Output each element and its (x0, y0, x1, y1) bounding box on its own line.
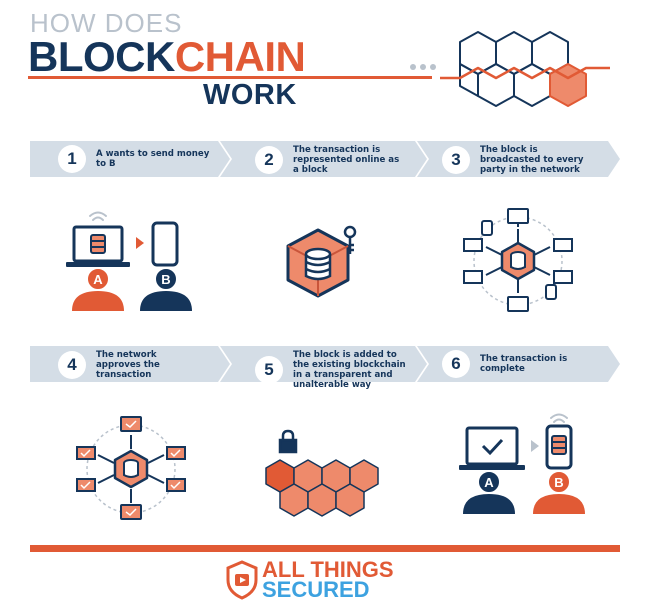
person-b-icon (533, 470, 585, 514)
title-main: BLOCKCHAIN (28, 33, 306, 80)
approving-devices (76, 416, 186, 520)
arrows-out (485, 229, 551, 293)
label-a: A (484, 475, 494, 490)
person-a-icon (72, 267, 124, 311)
step-6: 6 The transaction is complete (442, 350, 612, 378)
step-number: 6 (442, 350, 470, 378)
step-text: The network approves the transaction (96, 350, 160, 380)
brand-logo: ALL THINGS SECURED (262, 557, 442, 602)
title-chain: CHAIN (174, 33, 306, 80)
illustration-complete: A B (459, 413, 585, 514)
step-2: 2 The transaction is represented online … (255, 145, 405, 175)
laptop-check-icon (459, 426, 525, 470)
step-3: 3 The block is broadcasted to every part… (442, 145, 612, 175)
footer-bar (30, 545, 620, 552)
label-b: B (161, 272, 170, 287)
step-number: 1 (58, 145, 86, 173)
block-chain (265, 459, 379, 517)
person-a-icon (463, 470, 515, 514)
step-number: 3 (442, 146, 470, 174)
brand-line1: ALL THINGS (262, 557, 394, 582)
illustration-approve (76, 416, 186, 520)
wifi-icon (550, 413, 568, 423)
arrow-icon (531, 440, 539, 452)
phone-icon (151, 221, 179, 267)
step-text: A wants to send money to B (96, 149, 210, 169)
lock-icon (278, 429, 298, 454)
title-underline (28, 76, 432, 79)
phone-money-icon (545, 424, 573, 470)
step-5: 5 The block is added to the existing blo… (255, 350, 415, 390)
illustration-send-money: A B (66, 211, 192, 311)
illustration-chain (265, 429, 379, 517)
step-number: 5 (255, 356, 283, 384)
step-number: 2 (255, 146, 283, 174)
title-dots (410, 64, 436, 70)
label-b: B (554, 475, 563, 490)
shield-play-icon (226, 560, 258, 600)
title-line1: HOW DOES (30, 8, 183, 38)
illustration-block (286, 225, 357, 298)
database-icon (304, 247, 332, 281)
wifi-icon (89, 211, 107, 221)
laptop-icon (66, 225, 130, 267)
brand-line2: SECURED (262, 577, 370, 602)
step-1: 1 A wants to send money to B (58, 145, 218, 173)
step-4: 4 The network approves the transaction (58, 350, 218, 380)
label-a: A (93, 272, 103, 287)
network-devices (463, 208, 573, 312)
arrow-icon (136, 237, 144, 249)
cube-cluster-icon (440, 31, 610, 107)
illustration-broadcast (463, 208, 573, 312)
step-text: The transaction is represented online as… (293, 145, 400, 175)
step-number: 4 (58, 351, 86, 379)
title-block: BLOCK (28, 33, 175, 80)
title-line3: WORK (203, 79, 297, 111)
check-icons (80, 420, 181, 516)
key-icon (343, 225, 357, 254)
person-b-icon (140, 267, 192, 311)
step-text: The block is added to the existing block… (293, 350, 406, 390)
step-text: The transaction is complete (480, 354, 568, 374)
step-text: The block is broadcasted to every party … (480, 145, 584, 175)
